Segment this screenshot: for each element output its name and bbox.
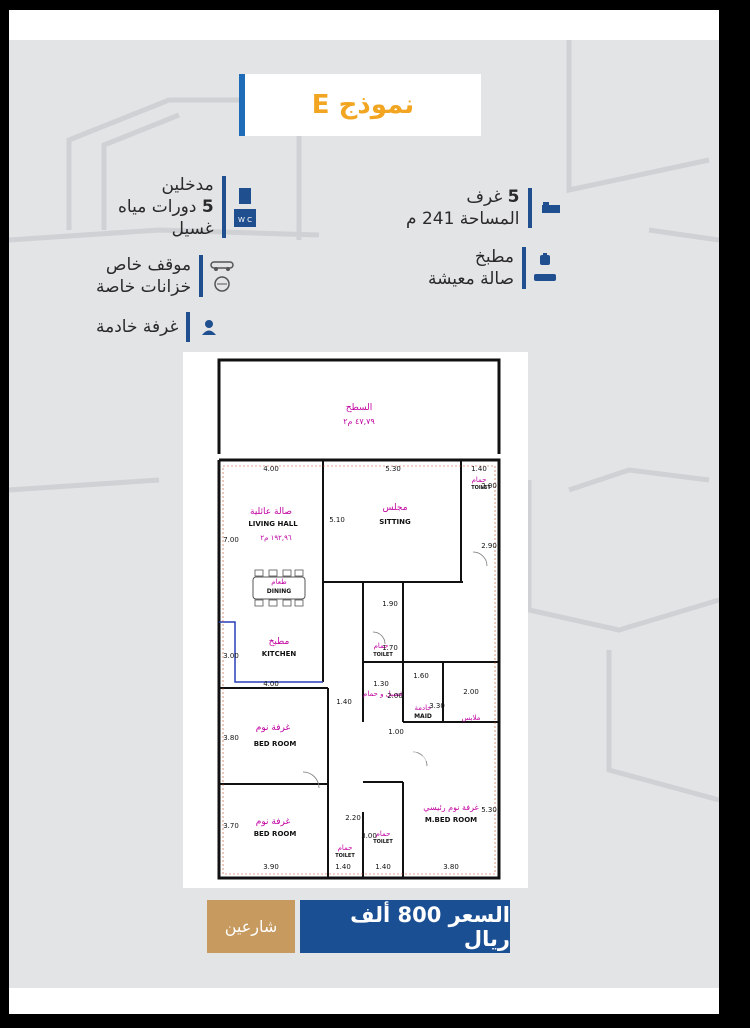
floor-plan: السطح ٤٧,٧٩ م٢ صالة عائلية ١٩٢,٩٦ م٢ مجل… xyxy=(183,352,528,888)
kitchen-icon xyxy=(540,253,551,265)
model-title: نموذج E xyxy=(239,74,481,136)
svg-text:خادمة: خادمة xyxy=(414,704,431,712)
svg-text:مطبخ: مطبخ xyxy=(269,637,290,647)
feature-bathrooms: W C مدخلين 5 دورات مياه غسيل xyxy=(118,174,256,240)
sofa-icon xyxy=(534,274,557,281)
svg-text:غرفة نوم: غرفة نوم xyxy=(256,723,291,733)
svg-text:KITCHEN: KITCHEN xyxy=(262,650,297,658)
svg-text:3.00: 3.00 xyxy=(223,652,239,660)
svg-text:1.40: 1.40 xyxy=(471,465,487,473)
svg-text:SITTING: SITTING xyxy=(379,518,411,526)
svg-text:حمام: حمام xyxy=(338,844,353,852)
svg-text:MAID: MAID xyxy=(414,713,432,720)
feature-maid: غرفة خادمة xyxy=(96,312,220,342)
svg-text:1.30: 1.30 xyxy=(373,680,389,688)
svg-text:1.60: 1.60 xyxy=(413,672,429,680)
bathrooms-label: دورات مياه xyxy=(118,197,197,217)
svg-text:1.00: 1.00 xyxy=(388,728,404,736)
rooms-count: 5 xyxy=(507,187,520,207)
svg-text:W C: W C xyxy=(238,216,252,224)
svg-text:١٩٢,٩٦ م٢: ١٩٢,٩٦ م٢ xyxy=(260,534,292,542)
svg-text:1.40: 1.40 xyxy=(335,863,351,871)
feature-rooms: 5 غرف المساحة 241 م xyxy=(406,186,562,230)
svg-text:حمام: حمام xyxy=(472,476,487,484)
feature-kitchen: مطبخ صالة معيشة xyxy=(428,246,557,290)
svg-text:7.00: 7.00 xyxy=(223,536,239,544)
svg-text:2.90: 2.90 xyxy=(481,542,497,550)
person-icon xyxy=(202,320,217,335)
car-icon xyxy=(210,261,234,271)
svg-text:٤٧,٧٩ م٢: ٤٧,٧٩ م٢ xyxy=(343,417,375,426)
svg-text:5.10: 5.10 xyxy=(329,516,345,524)
svg-text:TOILET: TOILET xyxy=(373,652,393,658)
svg-text:غرفة نوم: غرفة نوم xyxy=(256,817,291,827)
svg-text:3.30: 3.30 xyxy=(429,702,445,710)
svg-text:مجلس: مجلس xyxy=(382,503,407,513)
living-label: صالة معيشة xyxy=(428,269,515,289)
svg-text:حمام: حمام xyxy=(374,642,389,650)
svg-text:صالة عائلية: صالة عائلية xyxy=(250,507,292,517)
bathrooms-count: 5 xyxy=(201,197,214,217)
svg-text:3.80: 3.80 xyxy=(443,863,459,871)
rooms-label: غرف xyxy=(466,187,503,207)
area-label: المساحة 241 م xyxy=(406,209,520,229)
tanks-label: خزانات خاصة xyxy=(96,277,192,297)
bed-icon xyxy=(540,201,562,215)
svg-text:2.00: 2.00 xyxy=(387,692,403,700)
svg-text:3.90: 3.90 xyxy=(263,863,279,871)
svg-text:4.00: 4.00 xyxy=(263,465,279,473)
laundry-label: غسيل xyxy=(171,219,214,239)
svg-text:غرفة نوم رئيسي: غرفة نوم رئيسي xyxy=(423,803,478,812)
tank-icon xyxy=(214,276,230,292)
svg-text:5.30: 5.30 xyxy=(385,465,401,473)
door-icon xyxy=(238,188,251,204)
svg-text:TOILET: TOILET xyxy=(373,839,393,845)
maid-label: غرفة خادمة xyxy=(96,317,179,337)
svg-text:3.70: 3.70 xyxy=(223,822,239,830)
watermark-logo: عقار xyxy=(400,730,481,770)
svg-text:1.40: 1.40 xyxy=(375,863,391,871)
parking-label: موقف خاص xyxy=(105,255,192,275)
svg-text:TOILET: TOILET xyxy=(335,853,355,859)
svg-text:BED ROOM: BED ROOM xyxy=(254,740,297,748)
price-badge: السعر 800 ألف ريال xyxy=(300,900,510,953)
entrances-label: مدخلين xyxy=(161,175,214,195)
svg-text:حمام: حمام xyxy=(376,830,391,838)
kitchen-label: مطبخ xyxy=(474,247,515,267)
svg-text:ملابس: ملابس xyxy=(462,714,481,722)
feature-parking: موقف خاص خزانات خاصة xyxy=(96,254,234,298)
streets-badge: شارعين xyxy=(207,900,295,953)
top-bar xyxy=(9,10,719,40)
svg-text:2.00: 2.00 xyxy=(481,482,497,490)
svg-text:2.20: 2.20 xyxy=(345,814,361,822)
svg-text:طعام: طعام xyxy=(271,578,287,586)
svg-text:BED ROOM: BED ROOM xyxy=(254,830,297,838)
svg-text:غسيل و حمام: غسيل و حمام xyxy=(363,690,403,698)
svg-text:1.90: 1.90 xyxy=(382,600,398,608)
svg-text:1.40: 1.40 xyxy=(336,698,352,706)
wc-icon: W C xyxy=(233,209,256,227)
svg-text:3.00: 3.00 xyxy=(361,832,377,840)
svg-text:LIVING HALL: LIVING HALL xyxy=(248,520,298,528)
svg-text:DINING: DINING xyxy=(267,588,291,595)
background-pattern xyxy=(9,10,719,803)
bottom-bar xyxy=(9,988,719,1014)
svg-text:3.80: 3.80 xyxy=(223,734,239,742)
svg-text:TOILET: TOILET xyxy=(471,485,491,491)
svg-text:2.00: 2.00 xyxy=(463,688,479,696)
svg-text:1.70: 1.70 xyxy=(382,644,398,652)
svg-text:السطح: السطح xyxy=(346,403,372,413)
svg-text:5.30: 5.30 xyxy=(481,806,497,814)
svg-text:M.BED ROOM: M.BED ROOM xyxy=(425,816,477,824)
svg-text:4.00: 4.00 xyxy=(263,680,279,688)
